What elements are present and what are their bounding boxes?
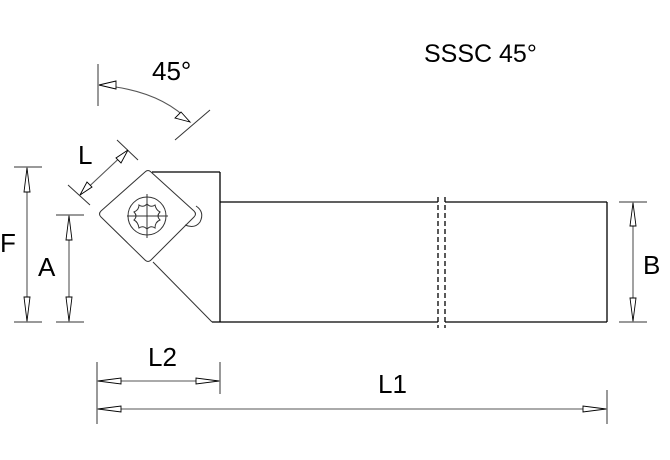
holder-head: [152, 171, 221, 323]
arrow-icon: [97, 377, 122, 385]
shank: [212, 197, 608, 328]
dimension-label-F: F: [0, 228, 16, 258]
angle-extension-line-diagonal: [174, 109, 211, 141]
arrow-icon: [23, 296, 31, 322]
clamp-pin: [184, 205, 203, 227]
square-insert: [99, 170, 203, 262]
dimension-label-L2: L2: [148, 342, 177, 372]
title-label: SSSC 45°: [424, 40, 537, 68]
angle-label: 45°: [152, 56, 191, 86]
arrow-icon: [97, 405, 122, 413]
dimension-label-L: L: [78, 140, 92, 170]
arrow-icon: [629, 297, 637, 322]
dimension-label-L1: L1: [378, 369, 407, 399]
arrow-icon: [629, 202, 637, 227]
head-lower-diagonal: [152, 261, 213, 323]
dimension-label-B: B: [643, 250, 660, 280]
arrow-icon: [115, 149, 129, 164]
arrow-icon: [98, 80, 117, 90]
angle-dimension: 45°: [97, 56, 211, 141]
arrow-icon: [65, 215, 73, 241]
dimension-L2: L2: [96, 342, 221, 424]
dimension-B: B: [619, 201, 660, 323]
arrow-icon: [23, 167, 31, 193]
arrow-icon: [65, 296, 73, 322]
dimension-F: F: [0, 166, 42, 323]
arrow-icon: [174, 111, 192, 123]
extension-line: [67, 184, 91, 206]
arrow-icon: [195, 377, 220, 385]
arrow-icon: [582, 405, 607, 413]
insert-outline: [99, 170, 196, 262]
dimension-label-A: A: [38, 252, 56, 282]
arrow-icon: [79, 181, 93, 196]
dimension-L1: L1: [97, 369, 608, 424]
dimension-L: L: [67, 139, 139, 206]
dimension-A: A: [38, 214, 84, 323]
